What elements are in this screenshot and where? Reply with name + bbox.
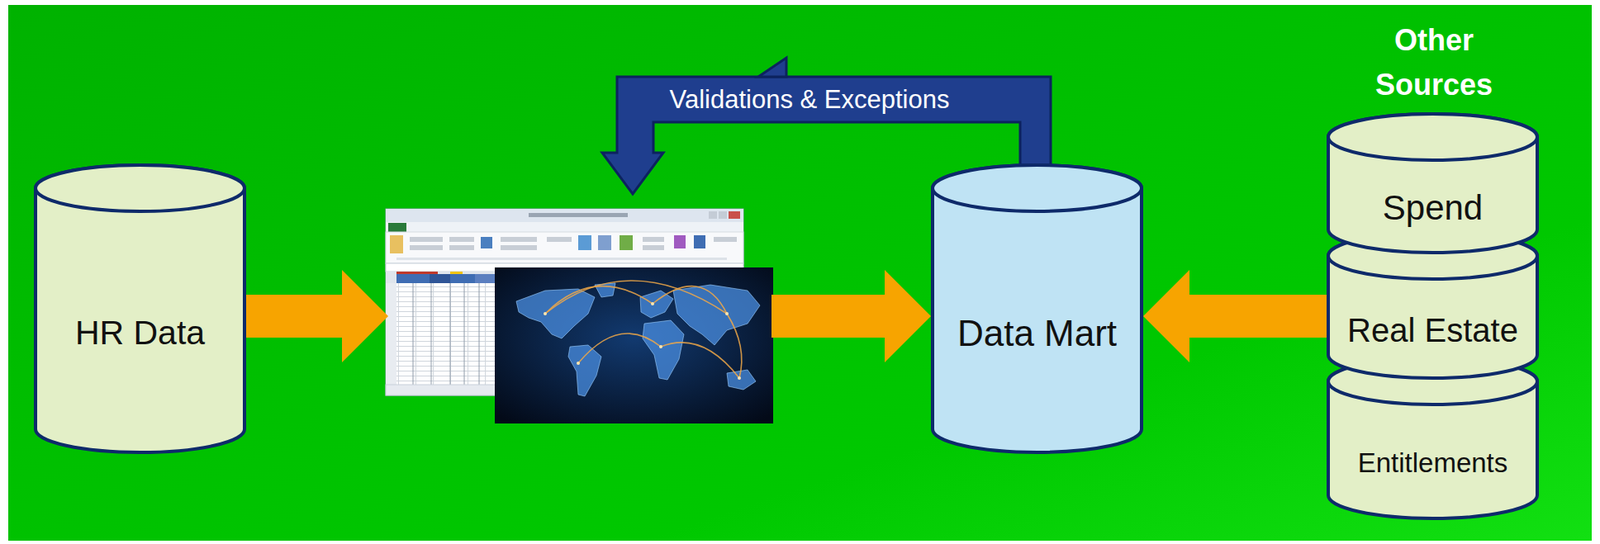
arrow-label: Validations & Exceptions bbox=[669, 84, 950, 115]
ribbon-group-line bbox=[396, 257, 727, 261]
label-box: Validations & Exceptions bbox=[627, 80, 992, 120]
node-text-area: Data Mart bbox=[930, 163, 1144, 455]
ribbon-icon bbox=[693, 235, 706, 249]
cylinder-top bbox=[1328, 358, 1538, 405]
city-dot bbox=[576, 361, 580, 366]
cylinder-node: Entitlements bbox=[1326, 356, 1539, 521]
ribbon-icon bbox=[598, 235, 612, 251]
sheet-ribbon bbox=[385, 232, 744, 264]
header-strip bbox=[450, 271, 463, 275]
file-tab bbox=[388, 223, 407, 233]
row-headers bbox=[385, 283, 397, 385]
header-cell bbox=[429, 274, 451, 284]
cylinder-node: Spend bbox=[1326, 112, 1539, 255]
ribbon-icon bbox=[546, 237, 572, 243]
ribbon-icon bbox=[578, 235, 592, 251]
cylinder-node: Data Mart bbox=[930, 163, 1144, 455]
node-label: HR Data bbox=[75, 313, 205, 353]
node-text-area: Spend bbox=[1326, 112, 1539, 255]
flow-arrow bbox=[246, 270, 931, 363]
label-box: Other Sources bbox=[1363, 18, 1505, 108]
cylinder-outline bbox=[930, 163, 1144, 455]
block-arrow-segment bbox=[1143, 270, 1327, 363]
cylinder-top bbox=[1328, 113, 1538, 161]
node-text-area: Entitlements bbox=[1326, 356, 1539, 521]
ribbon-icon bbox=[409, 245, 443, 251]
node-label: Real Estate bbox=[1347, 311, 1519, 350]
green-panel bbox=[8, 4, 1592, 542]
sheet-titlebar bbox=[385, 208, 744, 223]
city-dot bbox=[543, 312, 547, 316]
node-label: Entitlements bbox=[1357, 447, 1509, 480]
cylinder-node: HR Data bbox=[33, 163, 247, 455]
node-text-area: HR Data bbox=[33, 163, 247, 455]
continent bbox=[642, 320, 684, 380]
continent bbox=[516, 289, 595, 339]
ribbon-icon bbox=[500, 237, 537, 243]
group-heading: Other Sources bbox=[1363, 18, 1505, 108]
header-cell bbox=[396, 274, 430, 284]
arc bbox=[578, 333, 661, 364]
cylinder-body bbox=[1328, 113, 1538, 253]
world-map-picture bbox=[494, 267, 774, 424]
continent bbox=[640, 290, 674, 319]
city-dot bbox=[659, 345, 663, 349]
arrow-notch bbox=[758, 57, 787, 77]
window-button bbox=[708, 211, 717, 219]
ribbon-icon bbox=[480, 237, 493, 249]
cylinder-body bbox=[1328, 232, 1538, 379]
cylinder-outline bbox=[1326, 356, 1539, 521]
arc bbox=[545, 280, 727, 314]
header-strip bbox=[396, 271, 438, 275]
window-button bbox=[728, 211, 741, 219]
continent bbox=[673, 284, 760, 346]
node-label: Spend bbox=[1382, 188, 1483, 228]
cylinder-body bbox=[932, 165, 1142, 453]
city-dot bbox=[725, 312, 729, 316]
map-ground bbox=[494, 267, 774, 424]
ribbon-icon bbox=[642, 237, 665, 243]
ribbon-icon bbox=[449, 245, 475, 251]
cylinder-body bbox=[1328, 358, 1538, 519]
node-label: Data Mart bbox=[957, 313, 1117, 356]
arc bbox=[726, 313, 742, 379]
ribbon-icon bbox=[642, 245, 665, 251]
ribbon-icon bbox=[500, 245, 537, 251]
header-cell bbox=[450, 274, 475, 284]
ribbon-icon bbox=[713, 237, 737, 243]
cylinder-outline bbox=[33, 163, 247, 455]
ribbon-icon bbox=[674, 235, 686, 249]
arc bbox=[545, 286, 653, 314]
city-lights bbox=[543, 302, 741, 380]
continent bbox=[726, 370, 756, 390]
ribbon-icon bbox=[449, 237, 475, 243]
cylinder-top bbox=[1328, 232, 1538, 280]
city-dot bbox=[737, 376, 741, 380]
cylinder-body bbox=[35, 165, 245, 453]
ribbon-icon bbox=[389, 235, 404, 254]
city-dot bbox=[650, 302, 655, 306]
cylinder-top bbox=[932, 165, 1142, 212]
continents bbox=[516, 283, 760, 397]
block-arrow-segment bbox=[246, 270, 389, 363]
cylinder-outline bbox=[1326, 112, 1539, 255]
block-arrow-segment bbox=[771, 270, 931, 363]
arc bbox=[652, 286, 727, 314]
cell-grid bbox=[385, 283, 495, 385]
header-cell bbox=[474, 274, 495, 284]
sheet-title-bar-mark bbox=[528, 213, 628, 218]
column-header-row bbox=[385, 271, 495, 284]
ribbon-icon bbox=[619, 235, 633, 251]
flight-arcs bbox=[545, 280, 742, 379]
window-button bbox=[718, 211, 727, 219]
ribbon-icon bbox=[409, 237, 443, 243]
arc bbox=[660, 342, 740, 379]
column-lines bbox=[413, 283, 480, 385]
continent bbox=[568, 345, 602, 397]
cylinder-top bbox=[35, 165, 245, 212]
sheet-tab-row bbox=[385, 222, 744, 233]
flow-arrow bbox=[1143, 270, 1327, 363]
